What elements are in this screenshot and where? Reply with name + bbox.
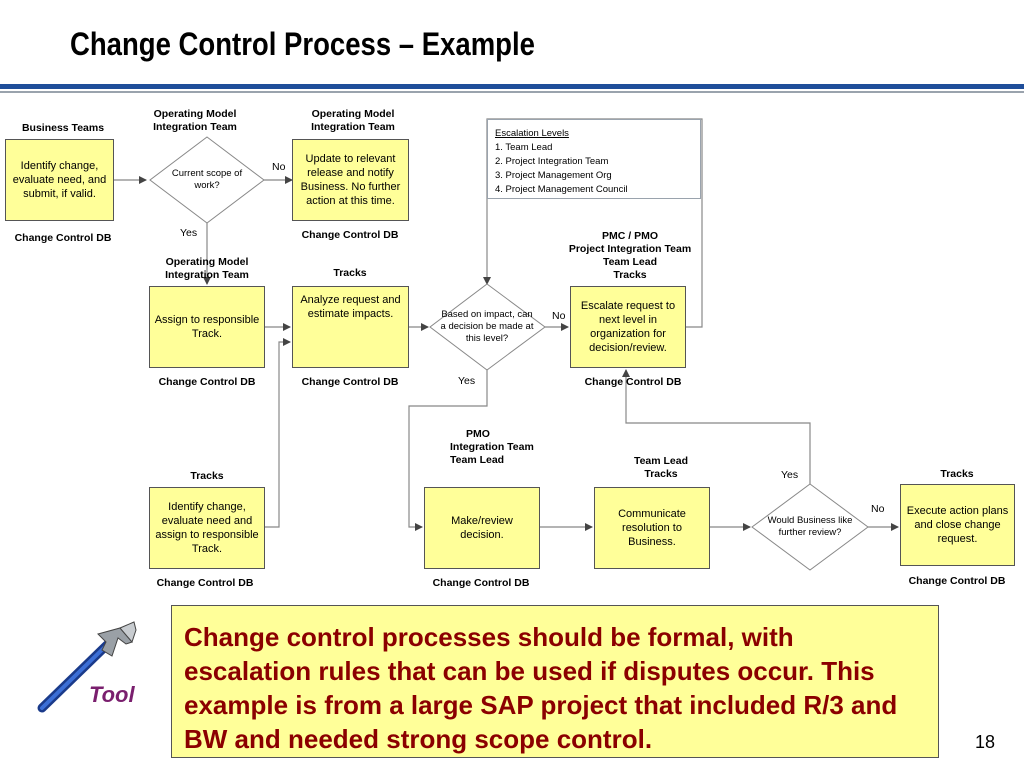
label-omit-1-line2: Integration Team: [153, 121, 237, 133]
label-pmo: PMO Integration Team Team Lead: [420, 428, 550, 467]
slide-title: Change Control Process – Example: [70, 26, 535, 62]
box-make-review: Make/review decision.: [424, 487, 540, 569]
label-tracks-analyze: Tracks: [333, 267, 367, 279]
answer-yes-impact: Yes: [458, 375, 476, 387]
label-omit-3: Operating Model Integration Team: [152, 256, 262, 282]
label-omit-2-line1: Operating Model: [311, 108, 395, 120]
decision-review-shape: [751, 483, 869, 571]
answer-yes-review: Yes: [781, 469, 799, 481]
box-execute: Execute action plans and close change re…: [900, 484, 1015, 566]
answer-yes-scope: Yes: [180, 227, 198, 239]
connector-review-to-escalate: [622, 369, 811, 484]
answer-no-review: No: [871, 503, 885, 515]
db-label-identify-assign: Change Control DB: [156, 577, 254, 589]
db-label-analyze: Change Control DB: [301, 376, 399, 388]
label-tracks-execute: Tracks: [940, 468, 974, 480]
label-pmc-line2: Project Integration Team: [568, 243, 692, 255]
tool-label: Tool: [89, 682, 135, 707]
answer-no-scope: No: [272, 161, 286, 173]
db-label-identify: Change Control DB: [14, 232, 112, 244]
page-number: 18: [975, 732, 996, 752]
label-omit-2: Operating Model Integration Team: [298, 108, 408, 134]
label-pmo-line3: Team Lead: [450, 454, 505, 466]
box-assign-track: Assign to responsible Track.: [149, 286, 265, 368]
escalation-level-3: 3. Project Management Org: [495, 170, 612, 181]
escalation-level-1: 1. Team Lead: [495, 142, 553, 153]
box-escalate: Escalate request to next level in organi…: [570, 286, 686, 368]
label-omit-3-line2: Integration Team: [165, 269, 249, 281]
decision-scope-text: Current scope of work?: [171, 168, 243, 191]
label-teamlead-line1: Team Lead: [633, 455, 689, 467]
title-rule-secondary: [0, 91, 1024, 93]
escalation-level-2: 2. Project Integration Team: [495, 156, 609, 167]
label-teamlead-tracks: Team Lead Tracks: [606, 455, 716, 481]
db-label-make-review: Change Control DB: [432, 577, 530, 589]
label-omit-2-line2: Integration Team: [311, 121, 395, 133]
answer-no-impact: No: [552, 310, 566, 322]
label-omit-1-line1: Operating Model: [153, 108, 237, 120]
label-pmc-line4: Tracks: [613, 269, 647, 281]
decision-impact-text: Based on impact, can a decision be made …: [440, 309, 534, 344]
label-pmo-line2: Integration Team: [450, 441, 534, 453]
escalation-levels-panel: Escalation Levels 1. Team Lead 2. Projec…: [487, 119, 701, 199]
label-omit-1: Operating Model Integration Team: [140, 108, 250, 134]
decision-impact-shape: [429, 283, 546, 371]
label-business-teams: Business Teams: [21, 122, 105, 134]
box-update-release: Update to relevant release and notify Bu…: [292, 139, 409, 221]
db-label-escalate: Change Control DB: [584, 376, 682, 388]
db-label-assign: Change Control DB: [158, 376, 256, 388]
label-pmc: PMC / PMO Project Integration Team Team …: [560, 230, 700, 282]
connector-identify-assign-to-analyze: [265, 338, 291, 528]
label-teamlead-line2: Tracks: [644, 468, 678, 480]
label-pmo-line1: PMO: [466, 428, 490, 440]
escalation-level-4: 4. Project Management Council: [495, 184, 628, 195]
db-label-execute: Change Control DB: [908, 575, 1006, 587]
label-pmc-line1: PMC / PMO: [601, 230, 658, 242]
title-rule: [0, 84, 1024, 89]
decision-review-text: Would Business like further review?: [767, 515, 853, 538]
hammer-icon: [37, 621, 137, 713]
escalation-heading: Escalation Levels: [495, 128, 569, 139]
decision-scope-shape: [149, 136, 265, 224]
connector-decision-to-make-review: [408, 370, 488, 531]
label-pmc-line3: Team Lead: [602, 256, 658, 268]
callout-note: Change control processes should be forma…: [171, 605, 939, 758]
label-omit-3-line1: Operating Model: [165, 256, 249, 268]
label-tracks-identify: Tracks: [190, 470, 224, 482]
box-communicate: Communicate resolution to Business.: [594, 487, 710, 569]
box-identify-assign: Identify change, evaluate need and assig…: [149, 487, 265, 569]
box-identify-change: Identify change, evaluate need, and subm…: [5, 139, 114, 221]
db-label-update: Change Control DB: [301, 229, 399, 241]
box-analyze-request: Analyze request and estimate impacts.: [292, 286, 409, 368]
